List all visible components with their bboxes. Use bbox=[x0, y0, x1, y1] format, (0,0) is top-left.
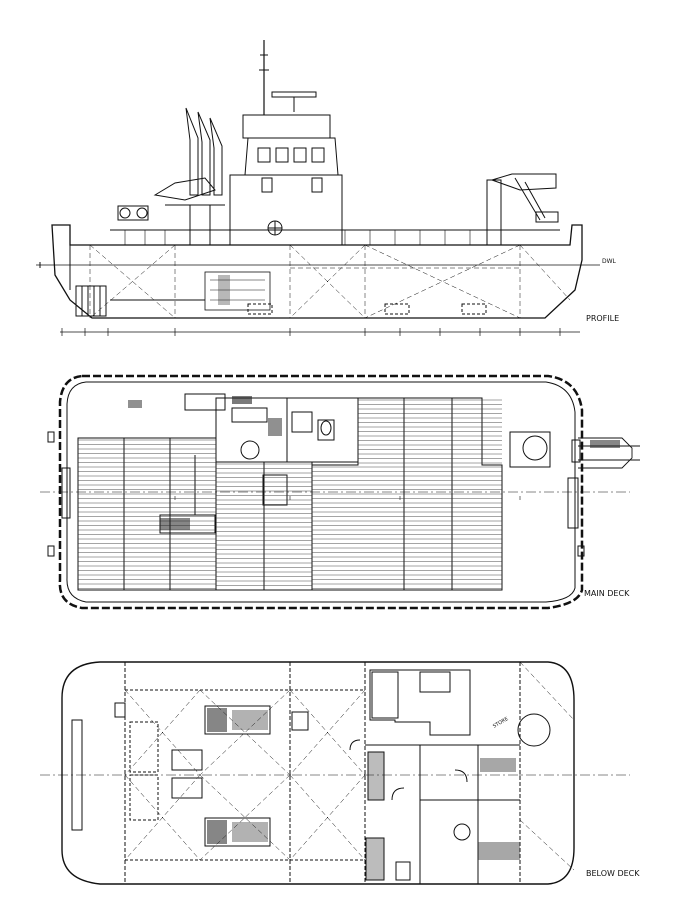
below-deck-equipment bbox=[207, 708, 520, 880]
main-deck-equipment bbox=[128, 396, 620, 530]
below-deck-view bbox=[40, 661, 630, 885]
below-deck-view-label: BELOW DECK bbox=[586, 869, 640, 878]
profile-view bbox=[36, 40, 600, 336]
profile-view-label: PROFILE bbox=[586, 314, 619, 323]
hatch-cover-slats bbox=[78, 399, 502, 589]
store-room-label: STORE bbox=[492, 716, 510, 730]
waterline-label: DWL bbox=[602, 258, 617, 265]
main-deck-view-label: MAIN DECK bbox=[584, 589, 630, 598]
main-deck-view bbox=[40, 374, 640, 610]
